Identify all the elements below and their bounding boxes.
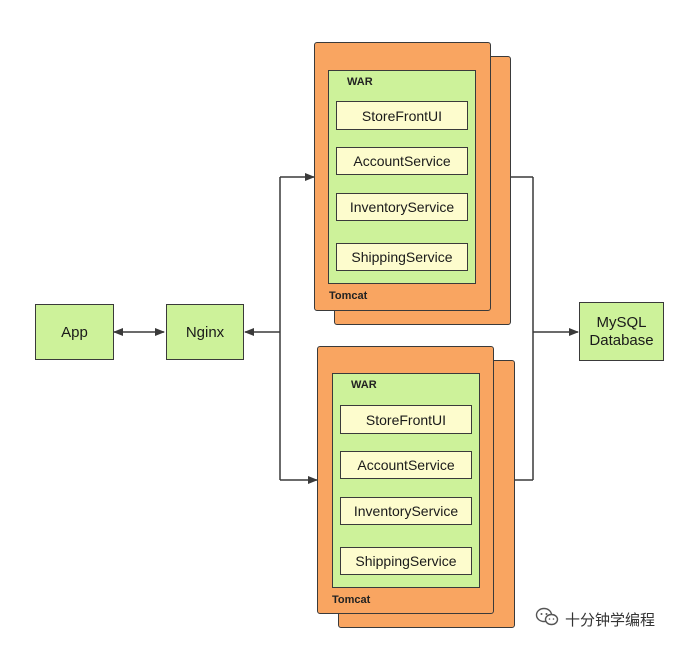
app-node: App (35, 304, 114, 360)
database-label-line1: MySQL (596, 313, 647, 331)
tomcat-label: Tomcat (329, 290, 368, 302)
service-inventoryservice: InventoryService (336, 193, 468, 221)
nginx-label: Nginx (185, 323, 225, 341)
wechat-icon (535, 607, 559, 631)
app-label: App (61, 323, 88, 341)
war-label: WAR (351, 379, 377, 391)
service-storefrontui: StoreFrontUI (340, 405, 472, 434)
service-inventoryservice: InventoryService (340, 497, 472, 525)
service-accountservice: AccountService (340, 451, 472, 479)
service-shippingservice: ShippingService (340, 547, 472, 575)
war-label: WAR (347, 76, 373, 88)
nginx-node: Nginx (166, 304, 244, 360)
service-shippingservice: ShippingService (336, 243, 468, 271)
service-accountservice: AccountService (336, 147, 468, 175)
database-node: MySQL Database (579, 302, 664, 361)
watermark: 十分钟学编程 (535, 607, 655, 631)
database-label-line2: Database (589, 331, 654, 349)
service-storefrontui: StoreFrontUI (336, 101, 468, 130)
tomcat-label: Tomcat (332, 594, 371, 606)
watermark-text: 十分钟学编程 (565, 610, 656, 629)
